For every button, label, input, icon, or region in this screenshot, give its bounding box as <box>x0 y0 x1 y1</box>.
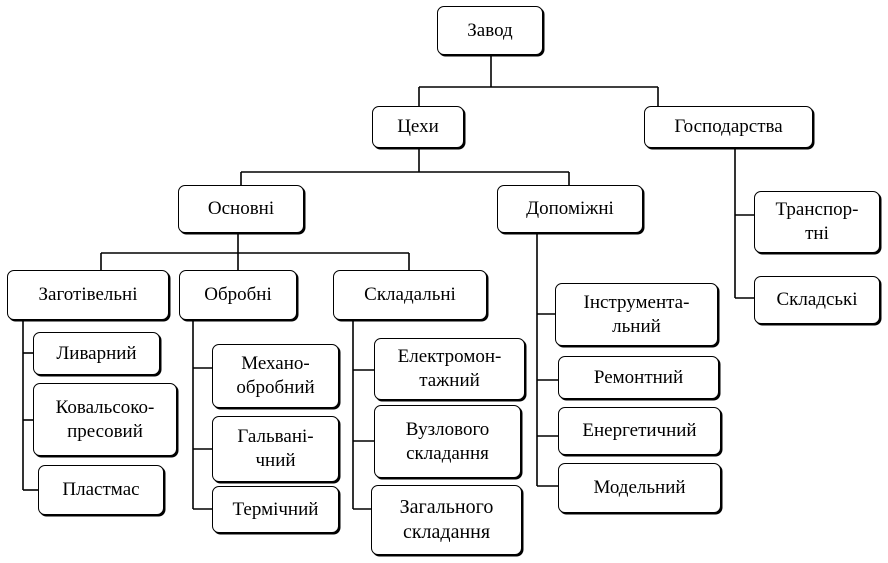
node-machining-label: Механо- обробний <box>236 353 315 398</box>
node-casting-label: Ливарний <box>56 342 137 364</box>
node-main: Основні <box>178 185 304 233</box>
node-workshops-label: Цехи <box>397 116 439 138</box>
node-general-assembly-label: Загального складання <box>399 496 494 543</box>
node-warehouse: Складські <box>754 276 880 324</box>
node-unit-assembly-label: Вузлового складання <box>405 418 490 464</box>
node-main-label: Основні <box>207 198 275 220</box>
node-transport-label: Транспор- тні <box>775 199 859 244</box>
node-workshops: Цехи <box>372 106 464 148</box>
node-plastics: Пластмас <box>38 465 164 515</box>
node-unit-assembly: Вузлового складання <box>374 405 521 478</box>
node-assembly-shops-label: Складальні <box>364 284 456 306</box>
node-plastics-label: Пластмас <box>62 479 140 501</box>
node-galvanic: Гальвані- чний <box>212 416 339 482</box>
node-thermal: Термічний <box>212 486 339 533</box>
node-blank-shops: Заготівельні <box>7 270 169 320</box>
node-tooling: Інструмента- льний <box>555 283 718 346</box>
node-services-label: Господарства <box>674 116 783 138</box>
node-auxiliary: Допоміжні <box>497 185 643 233</box>
node-repair: Ремонтний <box>558 356 719 399</box>
node-plant-label: Завод <box>467 19 513 41</box>
node-plant: Завод <box>437 6 543 55</box>
node-warehouse-label: Складські <box>776 289 858 311</box>
node-model: Модельний <box>558 463 721 513</box>
node-transport: Транспор- тні <box>754 191 880 253</box>
node-casting: Ливарний <box>33 332 160 375</box>
node-galvanic-label: Гальвані- чний <box>237 426 314 471</box>
node-thermal-label: Термічний <box>232 498 319 520</box>
node-forging: Ковальсоко- пресовий <box>33 383 177 456</box>
node-energy-label: Енергетичний <box>582 420 697 442</box>
node-electrical-label: Електромон- тажний <box>397 346 502 391</box>
node-services: Господарства <box>644 106 813 148</box>
node-assembly-shops: Складальні <box>333 270 487 320</box>
node-repair-label: Ремонтний <box>593 366 684 388</box>
node-tooling-label: Інструмента- льний <box>583 291 690 337</box>
node-auxiliary-label: Допоміжні <box>526 198 614 220</box>
node-machining: Механо- обробний <box>212 344 339 408</box>
node-model-label: Модельний <box>593 477 686 499</box>
node-energy: Енергетичний <box>558 407 721 455</box>
node-electrical: Електромон- тажний <box>374 338 525 400</box>
node-forging-label: Ковальсоко- пресовий <box>55 396 155 442</box>
node-general-assembly: Загального складання <box>371 485 522 555</box>
node-processing-shops-label: Обробні <box>204 284 272 306</box>
node-blank-shops-label: Заготівельні <box>38 284 138 306</box>
node-processing-shops: Обробні <box>179 270 297 320</box>
